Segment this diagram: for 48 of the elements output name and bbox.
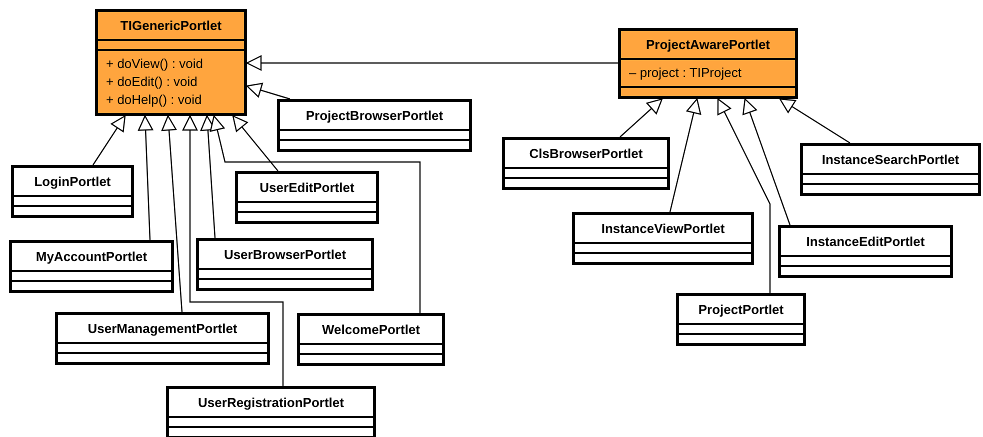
class-box [277,99,472,152]
class-name: UserEditPortlet [260,178,354,197]
class-name: InstanceSearchPortlet [822,150,960,169]
class-name: InstanceViewPortlet [601,220,725,238]
inheritance-arrow [200,115,216,238]
inheritance-arrow [92,115,126,166]
class-name: TIGenericPortlet [120,16,222,35]
class-box [618,28,798,99]
class-name: MyAccountPortlet [36,248,148,266]
inheritance-arrow [717,98,771,293]
class-box [572,212,754,265]
inheritance-arrow [138,115,154,240]
method-text: + doView() : void [106,55,204,73]
inheritance-arrow [779,98,850,144]
class-box [166,386,376,437]
method-text: + doEdit() : void [106,73,198,91]
inheritance-arrow [246,82,290,100]
inheritance-arrow [669,98,702,212]
class-box [297,313,445,366]
class-box [502,137,670,190]
inheritance-arrow [742,98,791,226]
class-box [196,238,374,291]
class-name: ProjectPortlet [698,300,784,319]
inheritance-arrow [246,55,618,71]
class-name: WelcomePortlet [322,320,420,339]
class-box [9,240,174,293]
class-box [800,143,981,196]
class-name: UserBrowserPortlet [224,246,346,264]
inheritance-arrow [210,115,421,313]
attribute-text: – project : TIProject [629,64,742,82]
class-box [95,9,247,116]
class-name: UserManagementPortlet [88,320,238,338]
class-name: LoginPortlet [34,172,111,191]
inheritance-arrow [182,115,284,386]
class-name: InstanceEditPortlet [806,232,925,251]
inheritance-arrow [232,115,278,172]
method-text: + doHelp() : void [106,91,203,109]
class-name: UserRegistrationPortlet [198,394,344,412]
class-name: ProjectBrowserPortlet [306,106,444,125]
class-box [778,225,953,278]
class-name: ProjectAwarePortlet [646,36,770,54]
class-box [676,293,806,346]
class-box [11,165,134,218]
inheritance-arrow [620,98,663,138]
class-box [55,312,270,365]
class-box [235,171,379,224]
inheritance-arrow [161,115,183,312]
class-name: ClsBrowserPortlet [529,144,643,163]
